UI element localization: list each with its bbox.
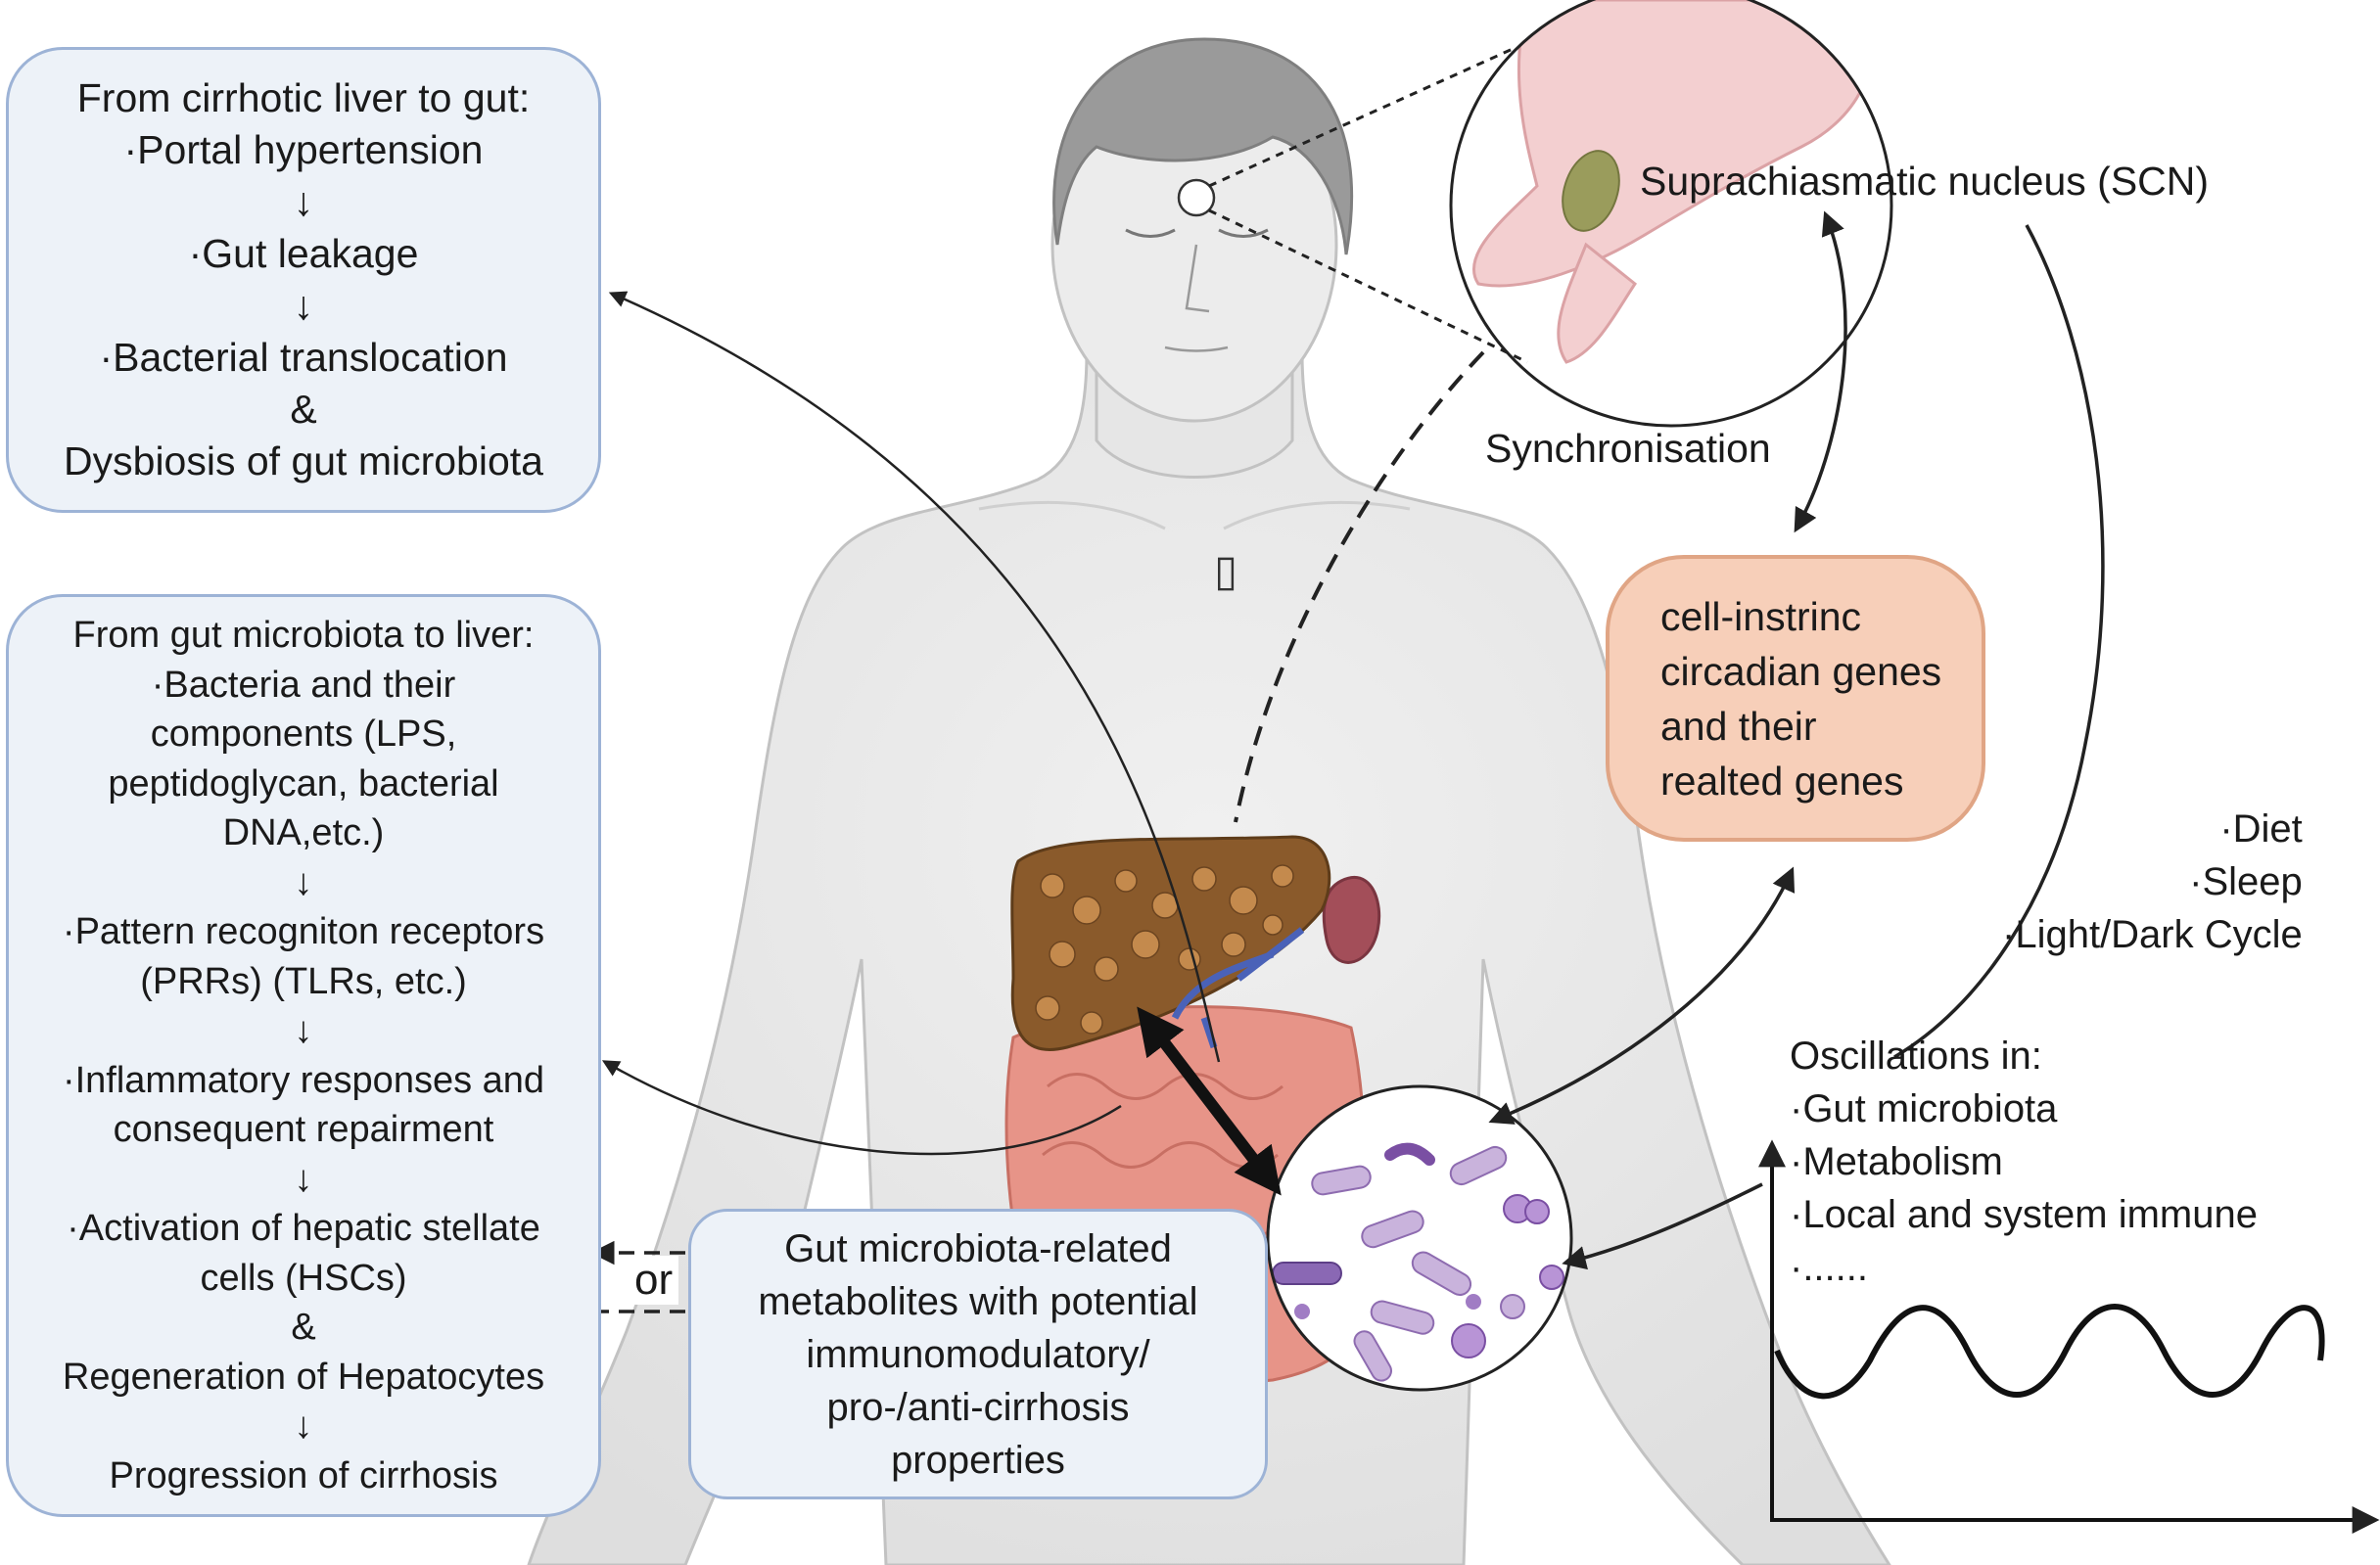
brain-tissue-lower [1557, 242, 1638, 364]
oscillations-item: ·...... [1790, 1246, 1868, 1289]
circadian-line: realted genes [1660, 758, 1904, 804]
zoom-line-bottom [1208, 208, 1528, 364]
liver-to-gut-line: ·Bacterial translocation [99, 335, 508, 380]
gut-to-liver-box: From gut microbiota to liver: ·Bacteria … [6, 594, 601, 1517]
scn-nucleus [1562, 150, 1620, 232]
liver-microbiota-double-arrow [1137, 1006, 1282, 1196]
right-eye [1218, 228, 1269, 238]
down-arrow-glyph: ↓ [293, 179, 314, 224]
gut-to-liver-line: ·Activation of hepatic stellate [67, 1208, 540, 1249]
liver-to-gut-line: ·Gut leakage [188, 231, 419, 276]
or-label: or [629, 1256, 679, 1305]
collarbone [978, 500, 1411, 530]
ampersand: & [291, 1307, 316, 1348]
gut-to-liver-line: cells (HSCs) [200, 1257, 407, 1299]
metabolites-line: immunomodulatory/ [806, 1332, 1150, 1376]
down-arrow-glyph: ↓ [294, 1010, 313, 1051]
scn-zoom-circle [1449, 0, 1893, 428]
gut-to-liver-line: (PRRs) (TLRs, etc.) [140, 960, 467, 1002]
metabolites-line: metabolites with potential [758, 1279, 1198, 1323]
circadian-genes-box: cell-instrinc circadian genes and their … [1606, 555, 1985, 842]
kidney [1322, 876, 1381, 964]
left-eye [1125, 228, 1176, 238]
metabolites-box: Gut microbiota-related metabolites with … [688, 1209, 1268, 1499]
down-arrow-glyph: ↓ [293, 283, 314, 328]
liver-to-gut-line: ·Portal hypertension [123, 127, 484, 172]
gut-to-liver-line: Progression of cirrhosis [109, 1454, 498, 1496]
gut-to-liver-line: Regeneration of Hepatocytes [62, 1356, 545, 1398]
circadian-line: circadian genes [1660, 648, 1942, 694]
gut-to-liver-line: ·Inflammatory responses and [62, 1059, 545, 1101]
oscillation-graph [1758, 1139, 2380, 1534]
scn-to-oscillations-arc [1893, 224, 2105, 1059]
circadian-line: and their [1660, 703, 1817, 749]
gut-to-liver-line: peptidoglycan, bacterial [108, 762, 499, 805]
external-factors-list: ·Diet ·Sleep ·Light/Dark Cycle [2002, 803, 2303, 961]
scn-to-liver-dashed [1234, 350, 1485, 823]
down-arrow-glyph: ↓ [294, 1405, 313, 1447]
oscillations-list: Oscillations in: ·Gut microbiota ·Metabo… [1790, 1030, 2258, 1294]
ampersand: & [290, 387, 317, 432]
scn-locator-circle [1177, 178, 1216, 217]
metabolites-line: Gut microbiota-related [784, 1226, 1172, 1270]
placeholder-glyph: ▯ [1214, 547, 1238, 595]
nose [1185, 244, 1210, 313]
arrow-to-liver-to-gut-box [608, 291, 1221, 1063]
gut-to-liver-line: components (LPS, [150, 713, 457, 755]
gut-to-liver-line: ·Pattern recogniton receptors [62, 911, 545, 952]
down-arrow-glyph: ↓ [294, 1158, 313, 1200]
liver-to-gut-line: Dysbiosis of gut microbiota [64, 438, 543, 483]
oscillations-item: ·Gut microbiota [1790, 1087, 2058, 1130]
down-arrow-glyph: ↓ [294, 861, 313, 903]
synchronisation-label: Synchronisation [1485, 426, 1771, 471]
zoom-line-top [1208, 47, 1514, 188]
gut-to-liver-line: DNA,etc.) [222, 812, 385, 853]
scn-label: Suprachiasmatic nucleus (SCN) [1640, 159, 2210, 204]
factor-sleep: ·Sleep [2189, 860, 2303, 903]
oscillation-wave [1774, 1304, 2325, 1400]
metabolites-line: pro-/anti-cirrhosis [826, 1385, 1130, 1429]
liver-to-gut-title: From cirrhotic liver to gut: [76, 75, 531, 120]
factor-light-dark: ·Light/Dark Cycle [2002, 913, 2303, 956]
liver-to-gut-box: From cirrhotic liver to gut: ·Portal hyp… [6, 47, 601, 513]
mouth [1164, 345, 1229, 352]
oscillations-title: Oscillations in: [1790, 1035, 2042, 1078]
circadian-microbiota-double-arrow [1488, 866, 1796, 1125]
gut-to-liver-line: ·Bacteria and their [151, 664, 456, 706]
factor-diet: ·Diet [2219, 807, 2303, 851]
oscillations-to-microbiota-arrow [1562, 1182, 1763, 1270]
gut-to-liver-title: From gut microbiota to liver: [72, 615, 535, 656]
arrow-to-gut-to-liver-box [601, 1060, 1122, 1156]
metabolites-line: properties [891, 1438, 1065, 1482]
scn-circadian-double-arrow [1794, 210, 1847, 533]
gut-to-liver-line: consequent repairment [113, 1109, 494, 1150]
circadian-line: cell-instrinc [1660, 593, 1862, 639]
oscillations-item: ·Local and system immune [1790, 1193, 2258, 1236]
hair [1052, 37, 1354, 255]
oscillations-item: ·Metabolism [1790, 1140, 2003, 1183]
microbiota-zoom-circle [1266, 1084, 1573, 1392]
